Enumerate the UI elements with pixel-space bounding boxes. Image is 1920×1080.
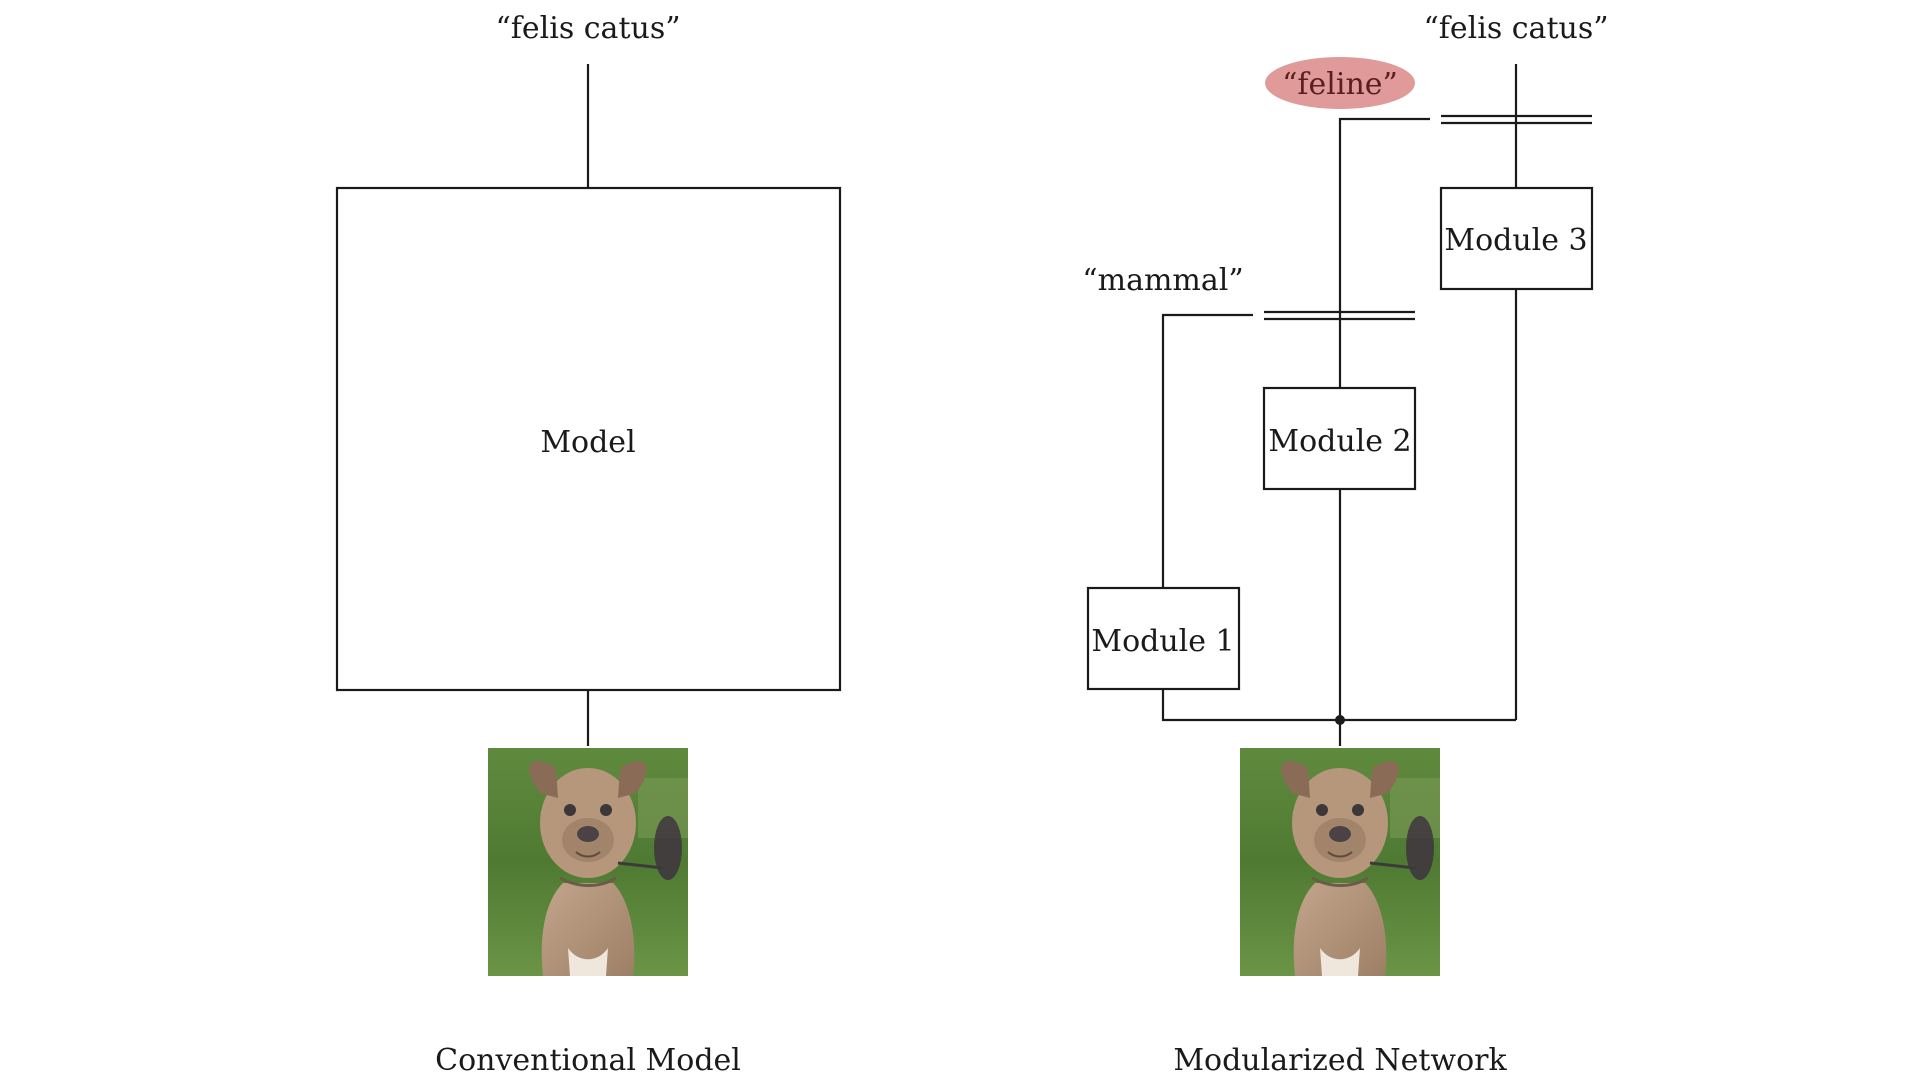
modular-output-label: “felis catus”	[1423, 11, 1608, 46]
model-label: Model	[540, 425, 635, 460]
feline-label: “feline”	[1282, 67, 1398, 102]
modular-caption: Modularized Network	[1173, 1043, 1507, 1078]
modular-network-diagram: “felis catus” “feline” “mammal” Module 3…	[1082, 11, 1608, 1078]
module3-label: Module 3	[1444, 223, 1587, 258]
module1-output-wire	[1161, 313, 1253, 588]
mammal-label: “mammal”	[1082, 263, 1243, 298]
conventional-caption: Conventional Model	[435, 1043, 741, 1078]
input-junction-dot	[1335, 715, 1345, 725]
module2-output-wire	[1338, 117, 1430, 388]
conventional-model-diagram: “felis catus” Model Conventional Model	[335, 11, 842, 1078]
conventional-dog-image	[486, 746, 690, 978]
module1-label: Module 1	[1091, 624, 1234, 659]
modular-dog-image	[1238, 746, 1442, 978]
input-bus-wire	[1161, 689, 1516, 722]
module1-box	[1086, 586, 1241, 691]
module2-label: Module 2	[1268, 424, 1411, 459]
conventional-output-label: “felis catus”	[495, 11, 680, 46]
module3-box	[1439, 186, 1594, 291]
module2-box	[1262, 386, 1417, 491]
feline-highlight	[1265, 57, 1415, 109]
